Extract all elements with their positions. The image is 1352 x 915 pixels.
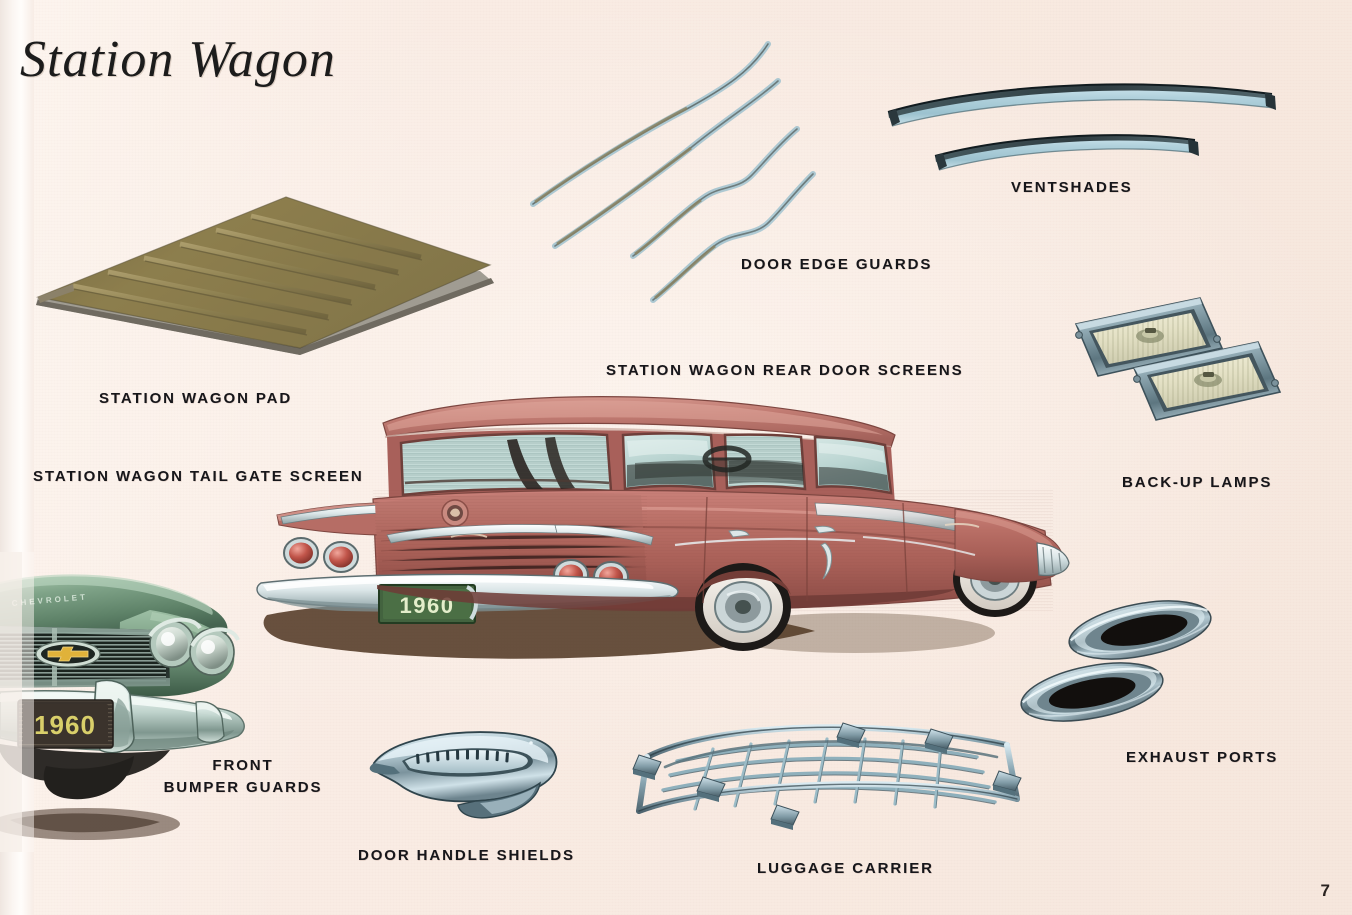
tail-lights-left [283,537,359,573]
caption-back-up-lamps: BACK-UP LAMPS [1122,474,1273,491]
back-up-lamps-illustration [1074,297,1282,421]
caption-exhaust-ports: EXHAUST PORTS [1126,749,1279,766]
caption-door-edge-guards: DOOR EDGE GUARDS [741,256,933,273]
caption-front-bumper-guards: FRONT BUMPER GUARDS [158,755,328,799]
caption-ventshades: VENTSHADES [1011,179,1133,196]
caption-door-handle-shields: DOOR HANDLE SHIELDS [358,847,575,864]
station-wagon-illustration: 1960 [256,396,1070,659]
caption-station-wagon-tail-gate-screen: STATION WAGON TAIL GATE SCREEN [33,468,364,485]
luggage-carrier-illustration [632,722,1022,830]
caption-luggage-carrier: LUGGAGE CARRIER [757,860,934,877]
rear-wheel [695,563,791,651]
caption-station-wagon-pad: STATION WAGON PAD [99,390,293,407]
exhaust-ports-illustration [1020,600,1212,722]
front-plate-number: 1960 [34,710,96,740]
front-bumper-guard-car-illustration: CHEVROLET [0,552,245,852]
ventshades-illustration [887,83,1276,171]
door-edge-guards-illustration [530,41,816,303]
caption-station-wagon-rear-door-screens: STATION WAGON REAR DOOR SCREENS [606,362,964,379]
caption-front-bumper-guards-line1: FRONT [212,757,274,774]
station-wagon-pad-illustration [35,196,494,355]
caption-front-bumper-guards-line2: BUMPER GUARDS [163,778,323,796]
door-handle-shields-illustration [369,731,558,819]
page-title: Station Wagon [20,31,336,88]
page-number: 7 [1320,881,1330,900]
door-handles [728,525,836,538]
side-chrome-trim [674,536,976,580]
tail-gate-screen-window [399,432,613,497]
front-door-window [813,435,893,495]
front-license-plate: 1960 [17,699,114,749]
tailgate-emblem [441,499,469,527]
rear-quarter-window [621,432,717,491]
